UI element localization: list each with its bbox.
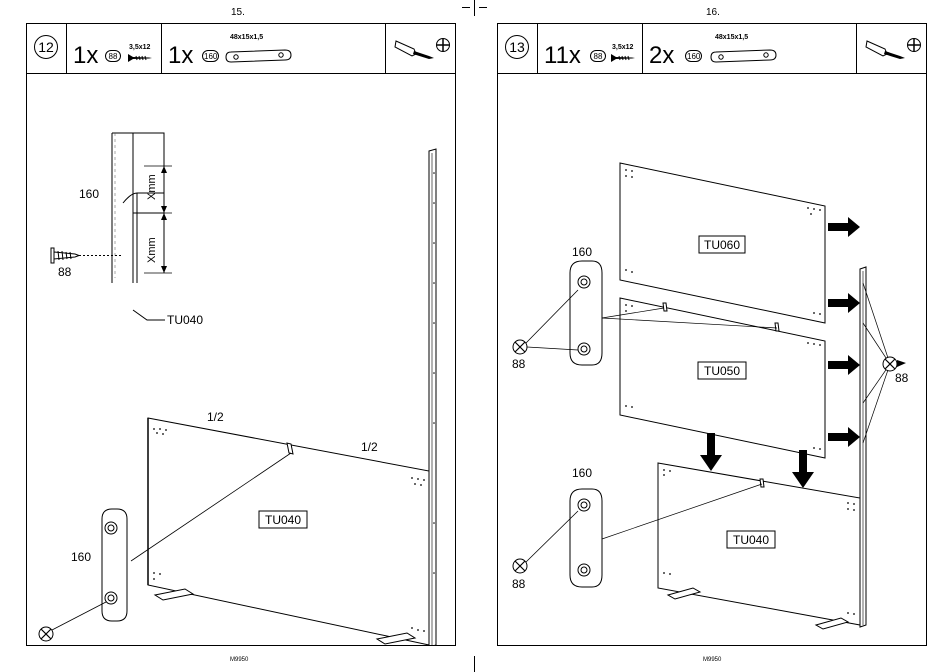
plate-label: 160: [71, 550, 91, 564]
detail-plate-label: 160: [79, 187, 99, 201]
screw-head-icon: [39, 602, 106, 641]
panel-bottom-label: TU040: [733, 533, 769, 547]
plate-spec: 48x15x1,5: [230, 34, 263, 41]
panel-tu050: TU050: [620, 298, 825, 458]
screw-code: 88: [105, 50, 121, 62]
panel-tu060: TU060: [620, 163, 825, 323]
trim-mark-top: [474, 0, 475, 16]
screw-head-icon: [513, 511, 578, 573]
instruction-page-right: 13 11x 88 3,5x12 2x 160 48x15x1,5: [497, 23, 927, 646]
screw-spec: 3,5x12: [612, 44, 633, 51]
detail-panel-label: TU040: [167, 313, 203, 327]
screw-left-bottom-label: 88: [512, 577, 526, 591]
panel-label: TU040: [265, 513, 301, 527]
tool-cell: [386, 24, 455, 73]
panel-mid-label: TU050: [704, 364, 740, 378]
step-cell: 12: [27, 24, 67, 73]
detail-screw-label: 88: [58, 265, 72, 279]
connector-plate-icon: [225, 47, 293, 65]
screwdriver-icon: [394, 36, 452, 64]
panel-tu040: TU040 1/2 1/2: [131, 410, 429, 645]
plate-code: 160: [685, 50, 702, 62]
dim-label-top: Xmm: [146, 174, 158, 200]
screw-cell: 11x 88 3,5x12: [538, 24, 643, 73]
connector-plate: [102, 509, 127, 621]
side-post: [429, 149, 436, 646]
trim-mark-right: [479, 7, 487, 8]
step-number: 13: [505, 35, 529, 59]
footer-code-right: M9950: [703, 657, 721, 663]
trim-mark-bottom: [474, 656, 475, 672]
assembly-drawing: TU060 TU050: [498, 73, 927, 646]
screwdriver-icon: [865, 36, 923, 64]
plate-code: 160: [202, 50, 219, 62]
plate-top-label: 160: [572, 245, 592, 259]
footer-code-left: M9950: [230, 657, 248, 663]
screw-icon: [610, 53, 636, 63]
side-post: [860, 267, 866, 627]
detail-inset: Xmm Xmm 160 88 TU040: [51, 133, 203, 327]
instruction-page-left: 12 1x 88 3,5x12 1x 160 48x15x1,5: [26, 23, 456, 646]
plate-quantity: 1x: [168, 44, 193, 68]
plate-bottom-label: 160: [572, 466, 592, 480]
trim-mark-left: [462, 7, 470, 8]
half-label-right: 1/2: [361, 440, 378, 454]
tool-cell: [857, 24, 926, 73]
page-number-right: 16.: [706, 7, 720, 18]
screw-right-label: 88: [895, 371, 909, 385]
parts-header: 13 11x 88 3,5x12 2x 160 48x15x1,5: [498, 24, 926, 74]
screw-quantity: 1x: [73, 44, 98, 68]
screw-head-icon: [513, 290, 578, 354]
screw-spec: 3,5x12: [129, 44, 150, 51]
panel-tu040: TU040: [658, 463, 860, 629]
page-number-left: 15.: [231, 7, 245, 18]
panel-top-label: TU060: [704, 238, 740, 252]
step-cell: 13: [498, 24, 538, 73]
plate-quantity: 2x: [649, 44, 674, 68]
screw-icon: [127, 53, 153, 63]
plate-cell: 2x 160 48x15x1,5: [643, 24, 857, 73]
half-label-left: 1/2: [207, 410, 224, 424]
arrow-right-icons: [828, 217, 860, 447]
screw-head-icon: [863, 283, 906, 443]
parts-header: 12 1x 88 3,5x12 1x 160 48x15x1,5: [27, 24, 455, 74]
screw-cell: 1x 88 3,5x12: [67, 24, 162, 73]
screw-left-top-label: 88: [512, 357, 526, 371]
plate-cell: 1x 160 48x15x1,5: [162, 24, 386, 73]
assembly-drawing: Xmm Xmm 160 88 TU040: [27, 73, 456, 646]
connector-plate-icon: [710, 47, 778, 65]
screw-code: 88: [590, 50, 606, 62]
plate-spec: 48x15x1,5: [715, 34, 748, 41]
step-number: 12: [34, 35, 58, 59]
dim-label-bottom: Xmm: [146, 237, 158, 263]
screw-quantity: 11x: [544, 44, 581, 68]
